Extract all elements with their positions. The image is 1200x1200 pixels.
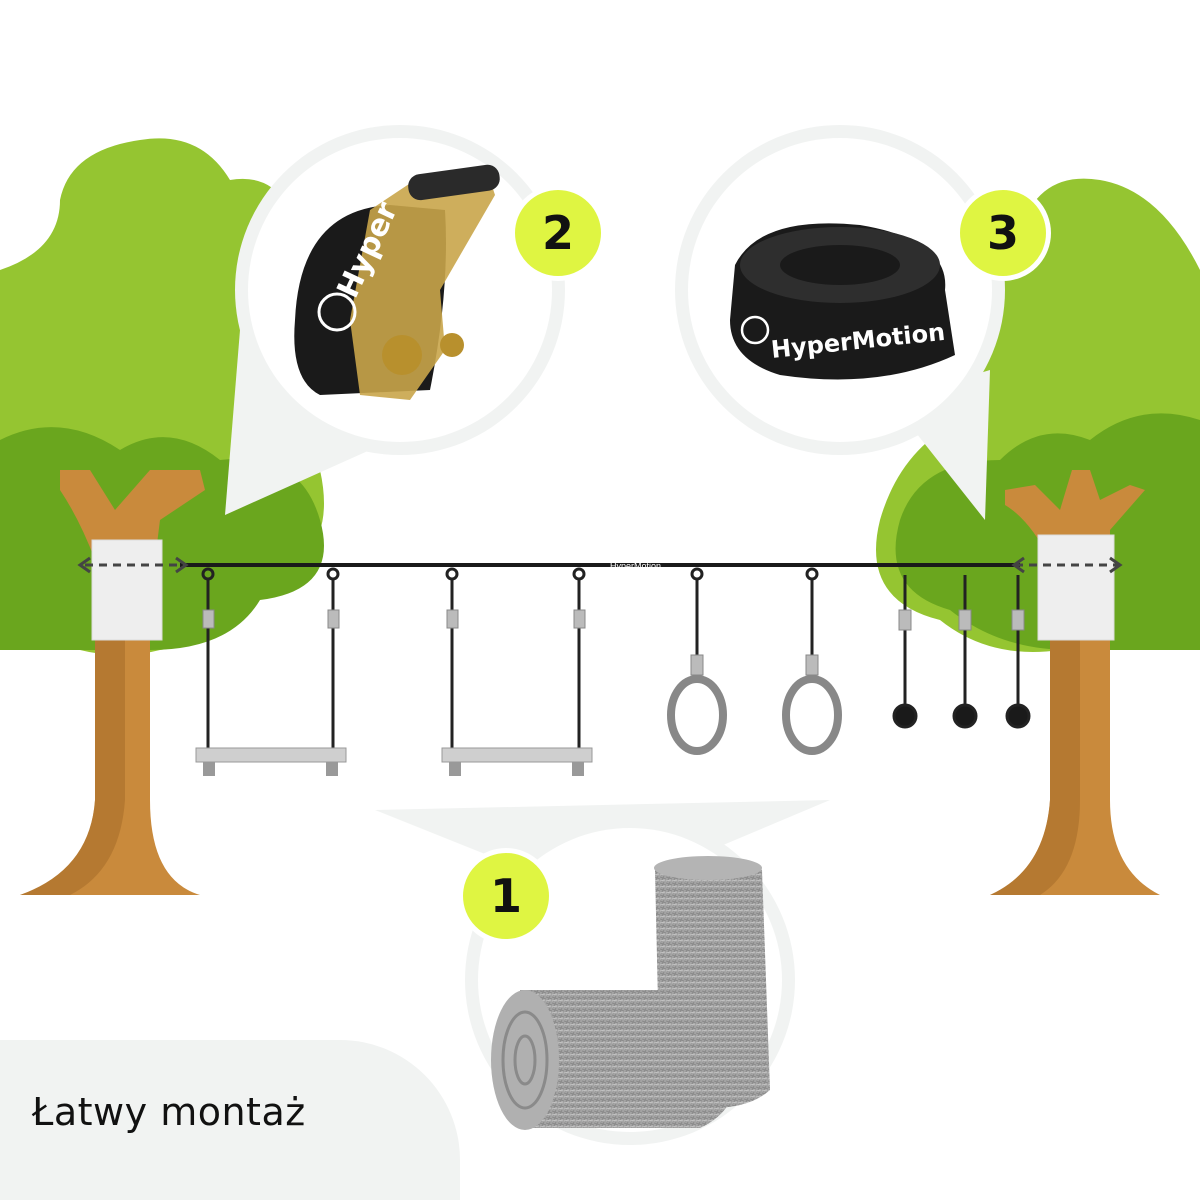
ratchet-icon: Hyper: [294, 164, 500, 400]
badge-number-2: 2: [510, 185, 606, 281]
monkey-fist-icon: [1005, 575, 1031, 729]
felt-pad-callout: [375, 800, 830, 1145]
caption-panel: [0, 1040, 460, 1200]
monkey-fist-icon: [892, 575, 918, 729]
ratchet-callout: Hyper: [225, 125, 565, 515]
badge-number-3: 3: [955, 185, 1051, 281]
strap-roll-icon: HyperMotion: [730, 223, 955, 380]
gym-ring-icon: [667, 567, 727, 755]
strap-callout: HyperMotion: [675, 125, 1005, 520]
monkey-fist-icon: [952, 575, 978, 729]
badge-number-1: 1: [458, 848, 554, 944]
right-tree-icon: [876, 178, 1200, 895]
trapeze-icon: [195, 567, 347, 776]
slackline-brand-text: HyperMotion: [610, 561, 661, 571]
slackline: HyperMotion: [77, 556, 1123, 574]
felt-pad-icon: [491, 856, 770, 1130]
caption-text: Łatwy montaż: [32, 1090, 306, 1134]
trapeze-icon: [441, 567, 593, 776]
gym-ring-icon: [782, 567, 842, 755]
